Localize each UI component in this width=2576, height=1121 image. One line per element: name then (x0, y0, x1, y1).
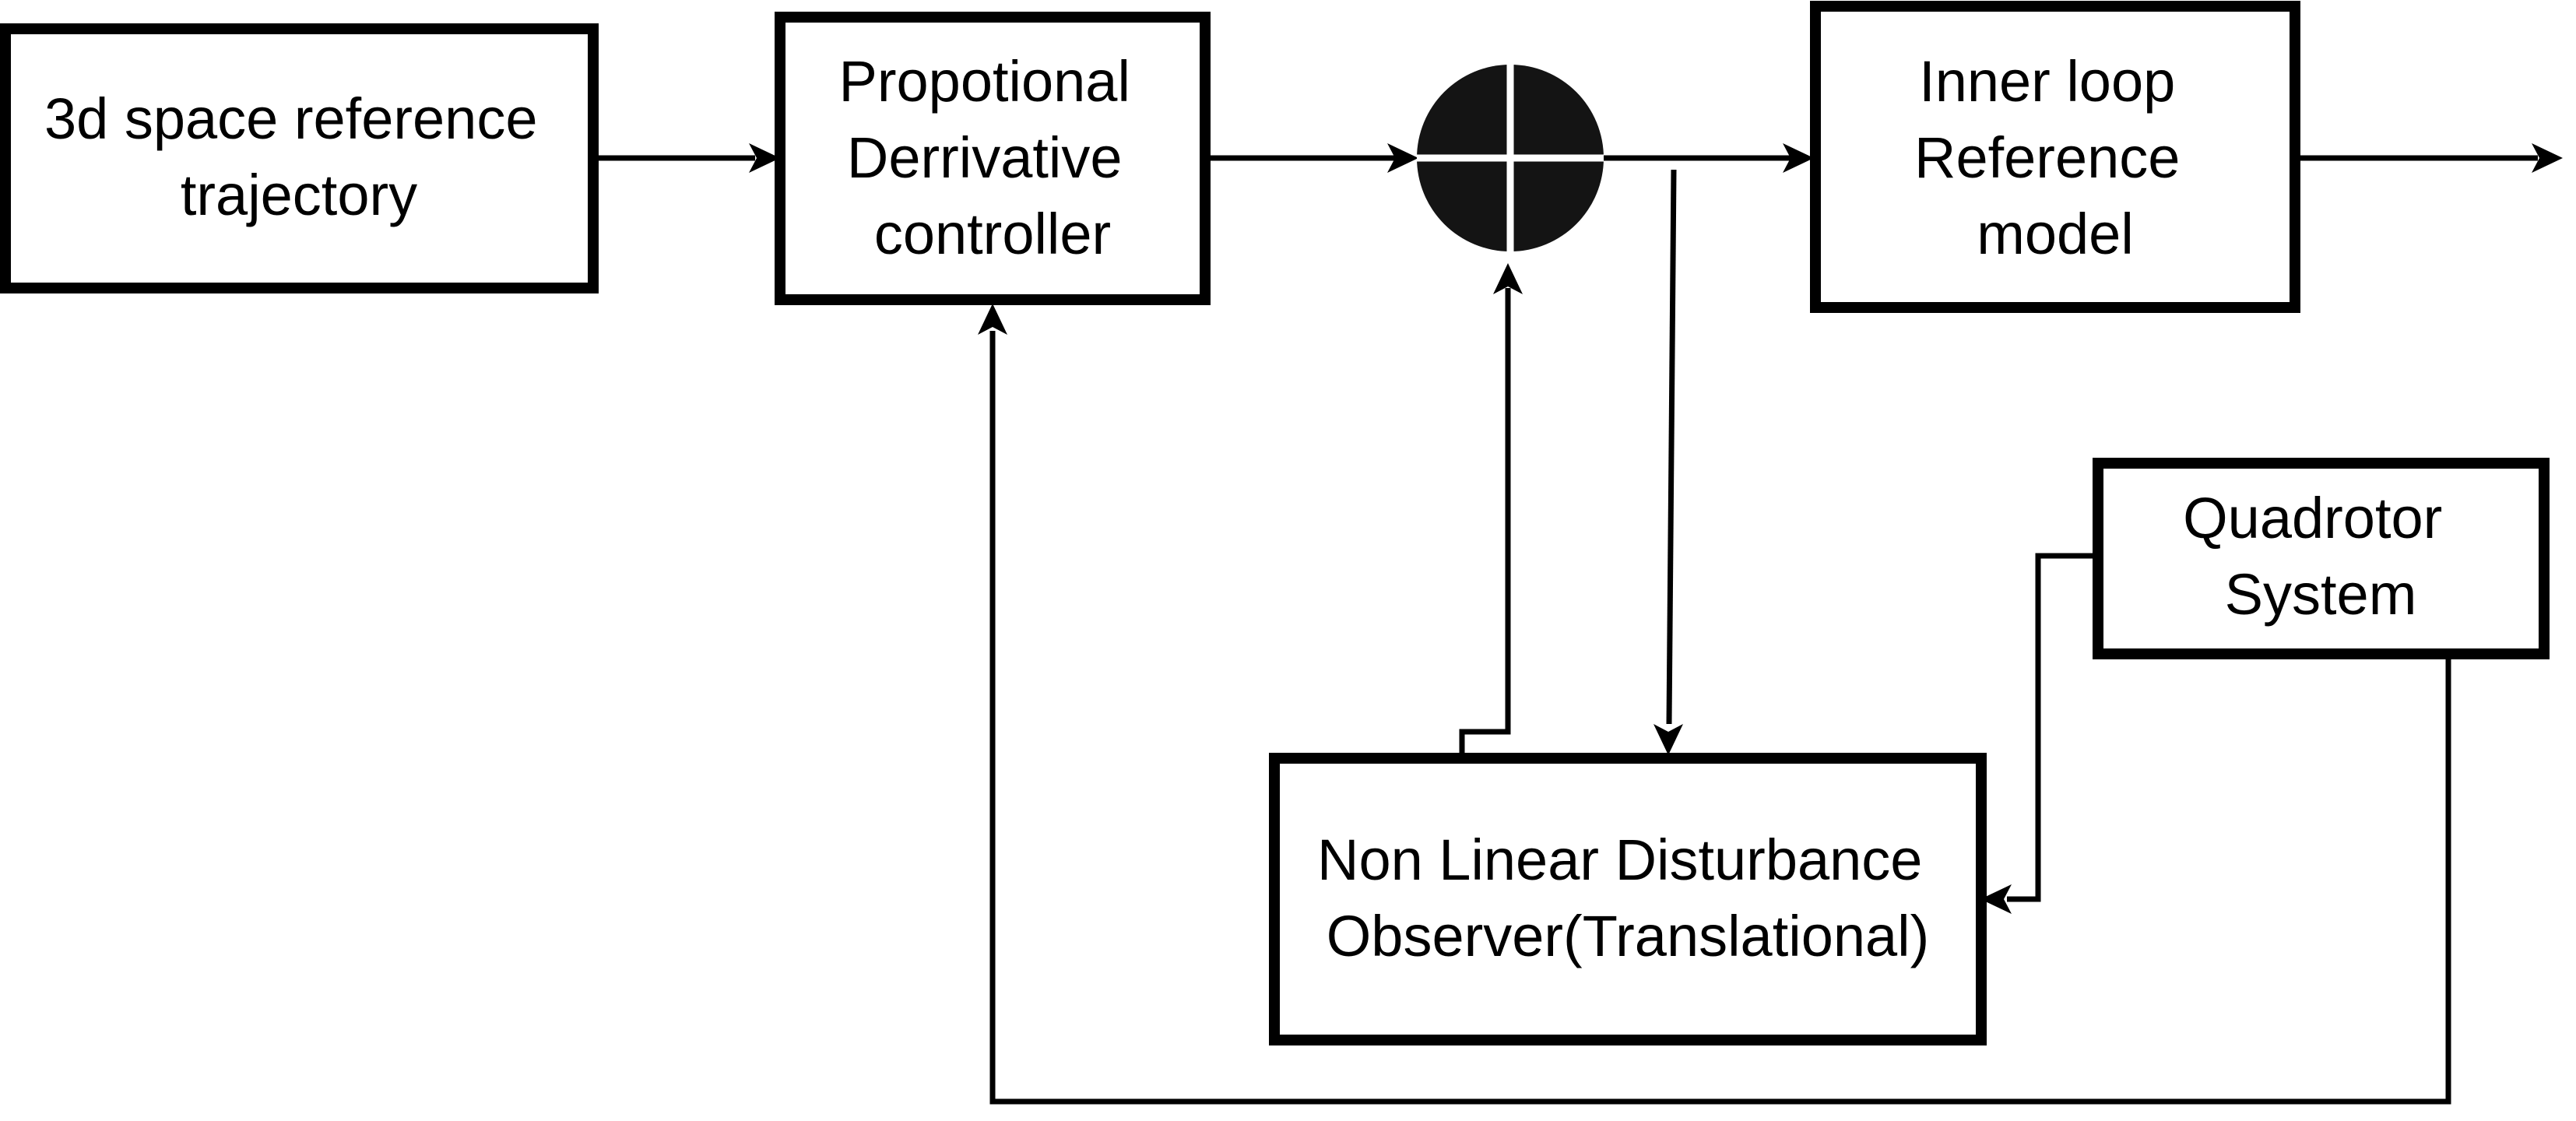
arrow-quadrotor-feedback-to-pd (978, 304, 2451, 1105)
block-label-line: trajectory (181, 163, 417, 227)
arrow-reference-to-pd (593, 143, 780, 173)
block-label-line: 3d space reference (44, 86, 538, 151)
svg-text:3d space reference traje: 3d space reference trajectory (44, 86, 554, 227)
block-disturbance-observer: Non Linear Disturbance Observer(Translat… (1269, 753, 1987, 1045)
block-label-line: Reference (1914, 125, 2180, 190)
block-inner-loop-reference-model: Inner loop Reference model (1810, 1, 2300, 313)
block-label-line: Derrivative (847, 125, 1123, 190)
svg-text:Quadrotor System: Quadrotor System (2183, 486, 2458, 627)
block-label-line: Propotional (839, 49, 1130, 114)
block-quadrotor-system: Quadrotor System (2093, 458, 2550, 659)
arrow-summing-junction-to-inner-loop (1602, 143, 1814, 173)
block-label-line: Non Linear Disturbance (1317, 828, 1922, 892)
svg-text:Non Linear Disturbance O: Non Linear Disturbance Observer(Translat… (1317, 828, 1938, 968)
svg-text:Inner loop Reference: Inner loop Reference model (1914, 49, 2196, 266)
block-label-line: model (1977, 202, 2134, 266)
block-label-line: Observer(Translational) (1327, 904, 1930, 968)
summing-junction (1417, 65, 1604, 251)
block-label-line: Inner loop (1919, 49, 2175, 114)
arrow-inner-loop-output (2295, 143, 2563, 173)
block-reference-trajectory: 3d space reference trajectory (0, 23, 599, 293)
arrow-pd-to-summing-junction (1205, 143, 1418, 173)
block-label-line: Quadrotor (2183, 486, 2442, 550)
svg-text:Propotional Derrivative: Propotional Derrivative controller (839, 49, 1147, 266)
block-label-line: System (2225, 562, 2417, 627)
arrow-junction-tap-to-observer (1653, 169, 1683, 755)
block-label-line: controller (874, 202, 1111, 266)
block-pd-controller: Propotional Derrivative controller (775, 12, 1211, 305)
arrow-observer-to-summing-junction (1459, 263, 1523, 757)
arrow-quadrotor-to-observer (1980, 553, 2096, 914)
